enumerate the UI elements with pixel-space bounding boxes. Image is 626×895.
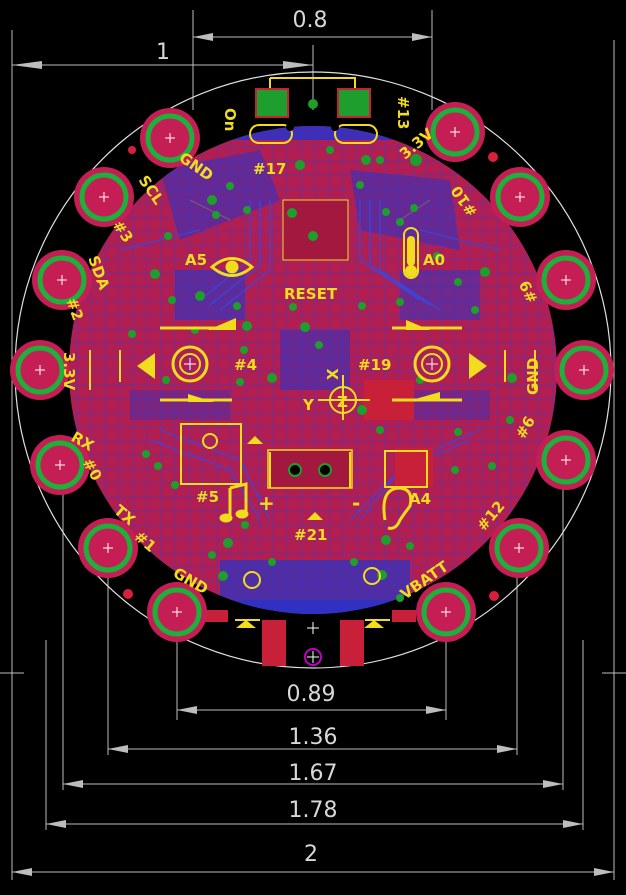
silkscreen-shapes [89, 227, 536, 621]
label-pin21: #21 [294, 526, 327, 544]
dim-label-1: 1 [156, 40, 170, 65]
edge-pad-crosses [35, 127, 589, 617]
dimension-arrows [12, 33, 614, 876]
label-a4: A4 [409, 490, 431, 508]
eye-icon [209, 257, 255, 277]
dim-label-1-67: 1.67 [289, 761, 338, 786]
edge-pad-3v3-top-right [410, 154, 422, 166]
label-plus: + [258, 491, 275, 515]
silkscreen-solid-shapes [137, 124, 487, 628]
thermometer-icon [407, 236, 415, 266]
copper-traces [69, 126, 557, 614]
label-y: Y [302, 396, 315, 414]
label-a5: A5 [185, 251, 207, 269]
usb-connector-pads [249, 77, 378, 144]
dim-label-0-89: 0.89 [287, 682, 336, 707]
dim-label-1-36: 1.36 [289, 725, 338, 750]
speaker-holes [286, 123, 339, 477]
hole-cross [307, 651, 319, 663]
label-gnd-right: GND [524, 358, 542, 395]
music-note-icon [219, 482, 249, 523]
fiducial-dots [123, 146, 499, 601]
z-axis-icon [318, 375, 370, 420]
label-3v3-left: 3.3V [60, 352, 78, 391]
label-z: Z [337, 393, 348, 411]
ear-icon [382, 486, 413, 530]
label-17: #17 [253, 160, 286, 178]
label-pin19: #19 [358, 356, 391, 374]
label-x: X [324, 368, 342, 380]
label-reset: RESET [284, 285, 338, 303]
label-minus: - [352, 491, 360, 515]
label-a0: A0 [423, 251, 445, 269]
label-on: On [221, 108, 239, 131]
label-pin5: #5 [196, 488, 219, 506]
label-13: #13 [394, 96, 412, 129]
dim-label-0-8: 0.8 [293, 8, 328, 33]
vias [128, 99, 517, 602]
center-crosses [184, 358, 438, 634]
dim-label-2: 2 [304, 842, 318, 867]
label-pin4: #4 [234, 356, 257, 374]
dim-label-1-78: 1.78 [289, 798, 338, 823]
hole-marker [304, 648, 322, 666]
